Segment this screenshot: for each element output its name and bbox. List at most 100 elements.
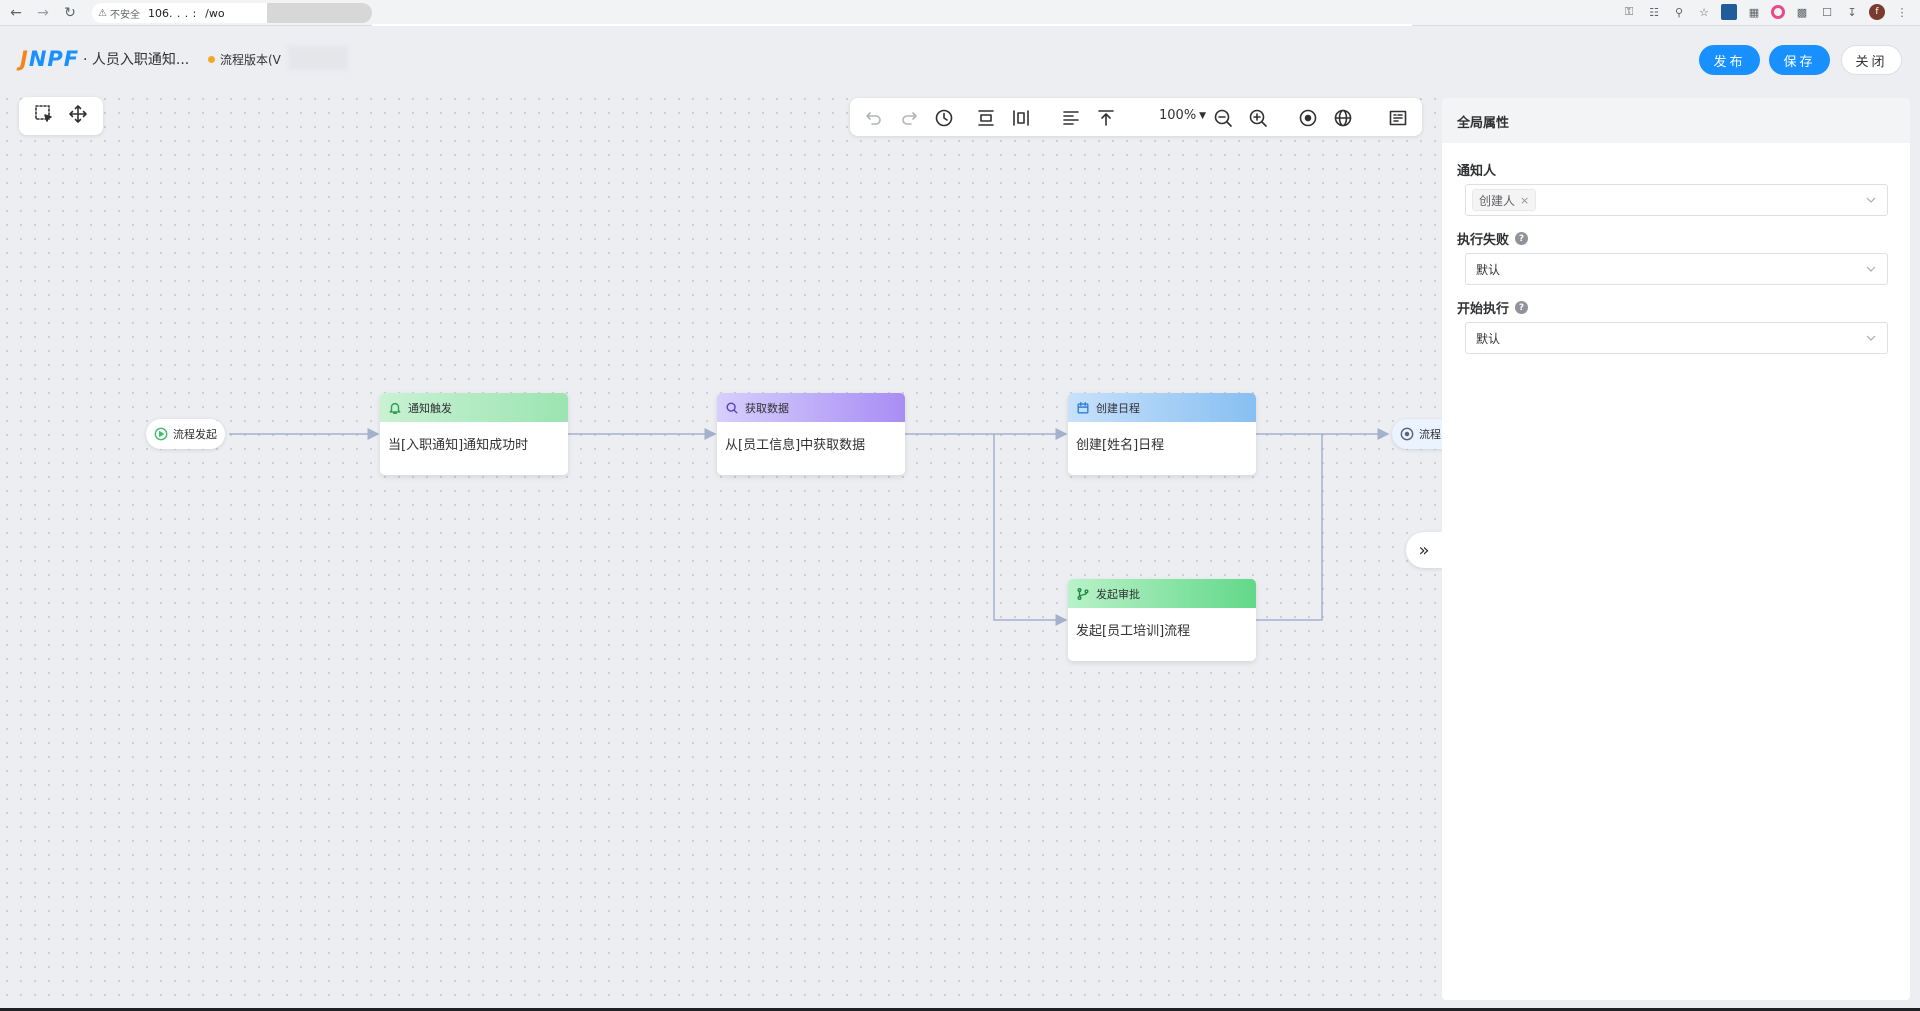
profile-avatar[interactable]: f [1869,4,1885,20]
node-header: 创建日程 [1068,393,1256,422]
help-icon[interactable]: ? [1515,301,1529,314]
status-dot [208,56,215,63]
redo-icon[interactable] [898,107,920,129]
chevron-down-icon [1866,266,1876,272]
forward-icon[interactable]: → [37,4,49,21]
zoom-in-icon[interactable] [1247,107,1269,129]
globe-icon[interactable] [1332,107,1354,129]
undo-icon[interactable] [863,107,885,129]
locate-icon[interactable] [1297,107,1319,129]
url-redaction [267,3,372,23]
node-header: 通知触发 [380,393,568,422]
notifier-label: 通知人 [1457,160,1496,179]
page-load-bar [372,24,1412,26]
fail-select-value: 默认 [1476,262,1501,277]
puzzle-icon[interactable]: ☐ [1822,5,1832,19]
bell-icon [389,402,401,414]
distribute-vertical-icon[interactable] [975,107,997,129]
node-header: 获取数据 [717,393,905,422]
distribute-horizontal-icon[interactable] [1010,107,1032,129]
box-select-icon[interactable] [34,104,54,128]
start-exec-select-value: 默认 [1476,331,1501,346]
end-node-label: 流程 [1419,428,1441,441]
fail-select[interactable]: 默认 [1465,253,1888,285]
tag-close-icon[interactable]: × [1520,193,1530,207]
fail-label: 执行失败 ? [1457,229,1529,248]
start-node[interactable]: 流程发起 [146,419,225,449]
double-chevron-right-icon: » [1418,539,1430,561]
logo: JNPF [20,47,80,71]
help-icon[interactable]: ? [1515,232,1529,245]
app-header: JNPF · 人员入职通知... 流程版本(V 发布 保存 关闭 [0,26,1920,92]
insecure-indicator[interactable]: ⚠ 不安全 [98,7,140,21]
notifier-tag: 创建人 × [1472,189,1537,211]
browser-toolbar: ← → ↻ ⚠ 不安全 106. . . : /wo ⚿ ☷ ⚲ ☆ ▦ ▩ ☐… [0,0,1920,26]
selection-tools [19,97,103,135]
extension-1-icon[interactable] [1721,4,1737,20]
start-exec-label-text: 开始执行 [1457,302,1510,317]
extension-2-icon[interactable]: ▦ [1748,5,1760,19]
translate-icon[interactable]: ☷ [1649,5,1659,19]
node-body: 创建[姓名]日程 [1076,438,1165,453]
stop-circle-icon [1400,427,1414,441]
node-body: 当[入职通知]通知成功时 [388,438,529,453]
back-icon[interactable]: ← [10,4,22,21]
start-node-label: 流程发起 [173,428,217,441]
history-icon[interactable] [933,107,955,129]
properties-panel: 全局属性 通知人 创建人 × 执行失败 ? 默认 开始执行 ? 默认 [1442,98,1910,1000]
save-button[interactable]: 保存 [1769,45,1830,75]
zoom-icon[interactable]: ⚲ [1674,5,1684,19]
node-title: 创建日程 [1096,401,1140,415]
play-circle-icon [154,427,168,441]
align-left-icon[interactable] [1060,107,1082,129]
reload-icon[interactable]: ↻ [64,4,76,21]
search-icon [726,401,738,414]
warning-icon: ⚠ [98,7,107,19]
notifier-tag-text: 创建人 [1479,193,1516,208]
node-title: 获取数据 [745,401,789,415]
node-body: 发起[员工培训]流程 [1076,624,1191,639]
branch-icon [1077,587,1089,600]
notifier-label-text: 通知人 [1457,164,1497,179]
chevron-down-icon [1866,197,1876,203]
zoom-select[interactable]: 100% ▼ [1159,108,1206,123]
address-bar[interactable]: ⚠ 不安全 106. . . : /wo [92,3,372,23]
download-icon[interactable]: ↧ [1847,5,1857,19]
node-title: 通知触发 [408,401,452,415]
expand-panel-button[interactable]: » [1406,532,1442,568]
canvas-toolbar: 100% ▼ [850,98,1422,136]
close-button[interactable]: 关闭 [1841,45,1902,75]
version-redaction [288,46,348,70]
node-notify-trigger[interactable]: 通知触发 当[入职通知]通知成功时 [380,393,568,475]
align-top-icon[interactable] [1095,107,1117,129]
version-label: 流程版本(V [220,53,281,67]
edge-fetch-approval [993,434,1068,626]
window-bottom-edge [0,1008,1920,1011]
url-text: 106. . . : /wo [147,6,225,20]
node-header: 发起审批 [1068,579,1256,608]
extension-icons: ⚿ ☷ ⚲ ☆ ▦ ▩ ☐ ↧ f ⋮ [1621,4,1910,20]
flow-connectors [229,428,1390,626]
menu-icon[interactable]: ⋮ [1896,5,1908,19]
flow-canvas[interactable]: 100% ▼ 流程发起 [0,92,1452,1008]
key-icon[interactable]: ⚿ [1624,5,1634,18]
node-create-schedule[interactable]: 创建日程 创建[姓名]日程 [1068,393,1256,475]
edge-approval-end [1255,434,1323,621]
chevron-down-icon [1866,335,1876,341]
version-selector[interactable]: 流程版本(V [208,51,281,68]
minimap-icon[interactable] [1387,107,1409,129]
node-fetch-data[interactable]: 获取数据 从[员工信息]中获取数据 [717,393,905,475]
notifier-select[interactable]: 创建人 × [1465,184,1888,216]
node-start-approval[interactable]: 发起审批 发起[员工培训]流程 [1068,579,1256,661]
star-icon[interactable]: ☆ [1699,5,1709,19]
zoom-out-icon[interactable] [1212,107,1234,129]
node-body: 从[员工信息]中获取数据 [725,438,866,453]
extension-3-icon[interactable] [1771,5,1785,19]
pan-move-icon[interactable] [68,104,88,128]
zoom-value: 100% [1159,108,1197,123]
node-title: 发起审批 [1096,587,1140,601]
publish-button[interactable]: 发布 [1699,45,1760,75]
extension-4-icon[interactable]: ▩ [1796,5,1808,19]
page-title: · 人员入职通知... [83,52,190,68]
start-exec-select[interactable]: 默认 [1465,322,1888,354]
